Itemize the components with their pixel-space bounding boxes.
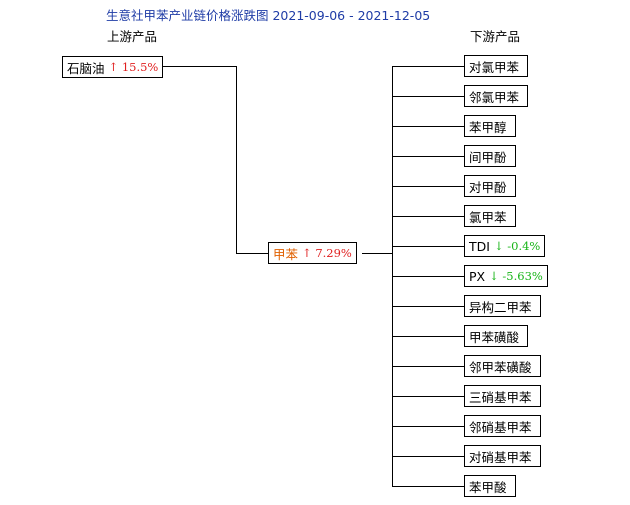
upstream-node-naphtha[interactable]: 石脑油 ↑ 15.5% bbox=[62, 56, 164, 78]
down-arrow-icon: ↓ bbox=[489, 269, 499, 283]
up-arrow-icon: ↑ bbox=[302, 246, 312, 260]
branch-line bbox=[392, 456, 464, 457]
branch-line bbox=[392, 486, 464, 487]
node-change: ↑ 15.5% bbox=[109, 60, 159, 74]
downstream-node[interactable]: 邻氯甲苯 bbox=[464, 85, 529, 107]
node-name: 邻氯甲苯 bbox=[469, 89, 520, 105]
downstream-node[interactable]: TDI↓ -0.4% bbox=[464, 235, 546, 257]
downstream-label: 下游产品 bbox=[470, 29, 521, 44]
connector-line bbox=[236, 253, 268, 254]
branch-line bbox=[392, 396, 464, 397]
node-change: ↓ -5.63% bbox=[489, 269, 543, 283]
branch-line bbox=[392, 126, 464, 127]
change-value: -5.63% bbox=[502, 269, 543, 283]
downstream-node[interactable]: 三硝基甲苯 bbox=[464, 385, 541, 407]
node-name: 氯甲苯 bbox=[469, 209, 507, 225]
node-name: TDI bbox=[469, 238, 490, 254]
branch-line bbox=[392, 216, 464, 217]
main-node-toluene[interactable]: 甲苯 ↑ 7.29% bbox=[268, 242, 357, 264]
downstream-node[interactable]: 异构二甲苯 bbox=[464, 295, 541, 317]
change-value: -0.4% bbox=[507, 239, 541, 253]
chart-title: 生意社甲苯产业链价格涨跌图 2021-09-06 - 2021-12-05 bbox=[106, 8, 431, 23]
node-name: 三硝基甲苯 bbox=[469, 389, 532, 405]
downstream-node[interactable]: 邻硝基甲苯 bbox=[464, 415, 541, 437]
downstream-node[interactable]: 对氯甲苯 bbox=[464, 55, 529, 77]
branch-line bbox=[392, 276, 464, 277]
branch-line bbox=[392, 366, 464, 367]
node-name: 苯甲酸 bbox=[469, 479, 507, 495]
downstream-node[interactable]: 苯甲酸 bbox=[464, 475, 516, 497]
branch-line bbox=[392, 426, 464, 427]
branch-line bbox=[392, 186, 464, 187]
downstream-node[interactable]: 甲苯磺酸 bbox=[464, 325, 529, 347]
connector-line bbox=[236, 66, 237, 254]
node-name: 苯甲醇 bbox=[469, 119, 507, 135]
downstream-node[interactable]: 对甲酚 bbox=[464, 175, 516, 197]
branch-line bbox=[392, 66, 464, 67]
downstream-node[interactable]: 苯甲醇 bbox=[464, 115, 516, 137]
node-change: ↑ 7.29% bbox=[302, 246, 352, 260]
branch-line bbox=[392, 156, 464, 157]
node-name: 对氯甲苯 bbox=[469, 59, 520, 75]
change-value: 7.29% bbox=[315, 246, 352, 260]
branch-line bbox=[392, 306, 464, 307]
node-name: PX bbox=[469, 268, 486, 284]
node-name: 甲苯磺酸 bbox=[469, 329, 520, 345]
upstream-label: 上游产品 bbox=[107, 29, 158, 44]
downstream-node[interactable]: 邻甲苯磺酸 bbox=[464, 355, 541, 377]
down-arrow-icon: ↓ bbox=[493, 239, 504, 253]
node-name: 邻甲苯磺酸 bbox=[469, 359, 532, 375]
downstream-node[interactable]: 对硝基甲苯 bbox=[464, 445, 541, 467]
node-name: 邻硝基甲苯 bbox=[469, 419, 532, 435]
node-name: 间甲酚 bbox=[469, 149, 507, 165]
connector-line bbox=[362, 253, 393, 254]
branch-line bbox=[392, 246, 464, 247]
branch-line bbox=[392, 336, 464, 337]
downstream-node[interactable]: 间甲酚 bbox=[464, 145, 516, 167]
node-name: 甲苯 bbox=[273, 246, 299, 262]
node-name: 异构二甲苯 bbox=[469, 299, 532, 315]
node-name: 对甲酚 bbox=[469, 179, 507, 195]
up-arrow-icon: ↑ bbox=[108, 60, 119, 74]
connector-line bbox=[162, 66, 237, 67]
downstream-node[interactable]: 氯甲苯 bbox=[464, 205, 516, 227]
node-name: 对硝基甲苯 bbox=[469, 449, 532, 465]
node-name: 石脑油 bbox=[67, 60, 105, 76]
downstream-node[interactable]: PX↓ -5.63% bbox=[464, 265, 548, 287]
branch-line bbox=[392, 96, 464, 97]
node-change: ↓ -0.4% bbox=[494, 239, 540, 253]
change-value: 15.5% bbox=[121, 60, 159, 74]
